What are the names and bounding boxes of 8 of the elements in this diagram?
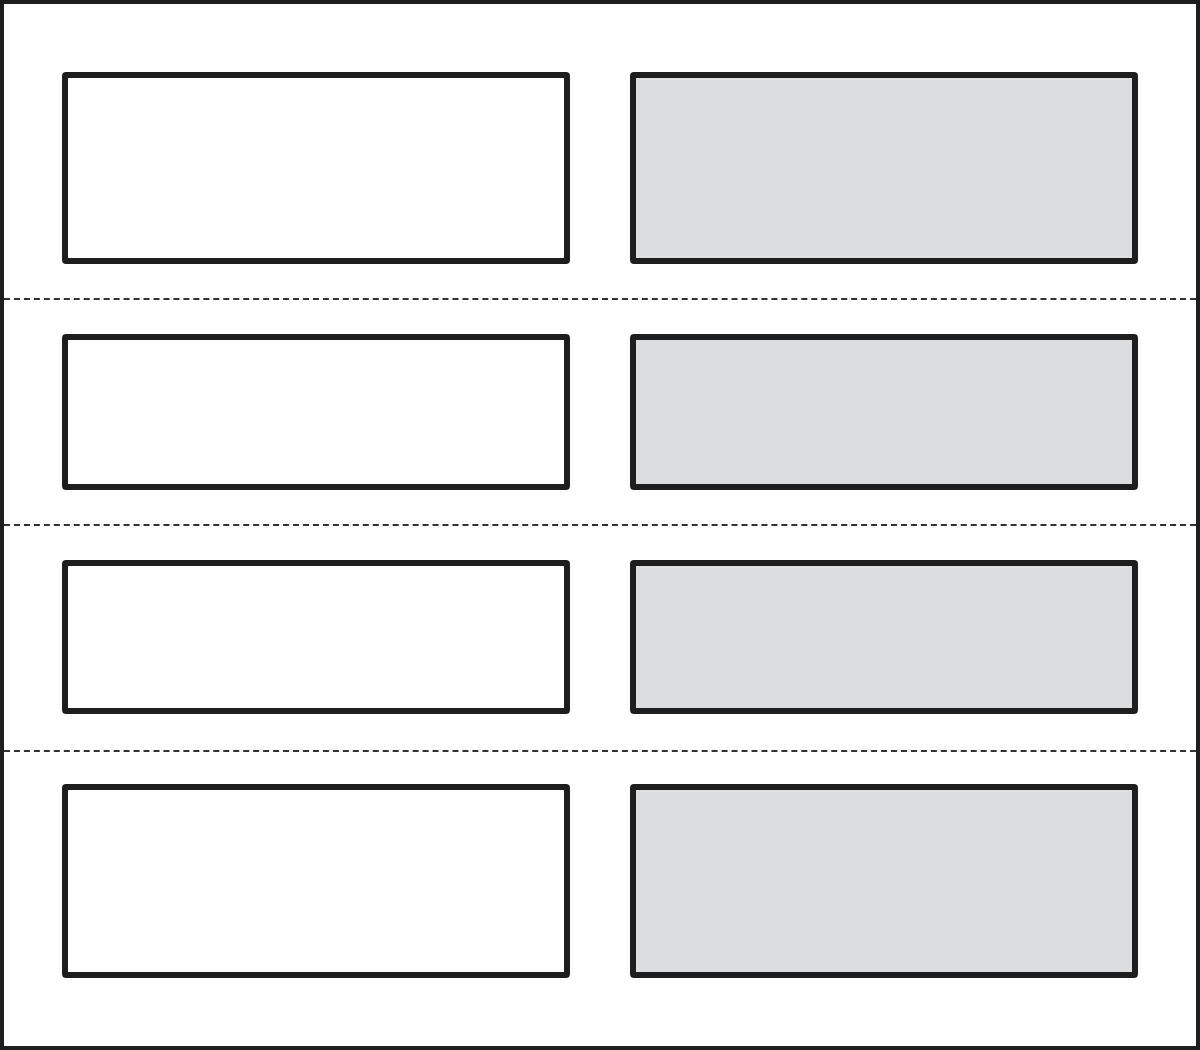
blank-box <box>62 334 570 490</box>
shaded-box <box>630 72 1138 264</box>
blank-box <box>62 560 570 714</box>
shaded-box <box>630 560 1138 714</box>
blank-box <box>62 784 570 978</box>
shaded-box <box>630 334 1138 490</box>
blank-box <box>62 72 570 264</box>
shaded-box <box>630 784 1138 978</box>
